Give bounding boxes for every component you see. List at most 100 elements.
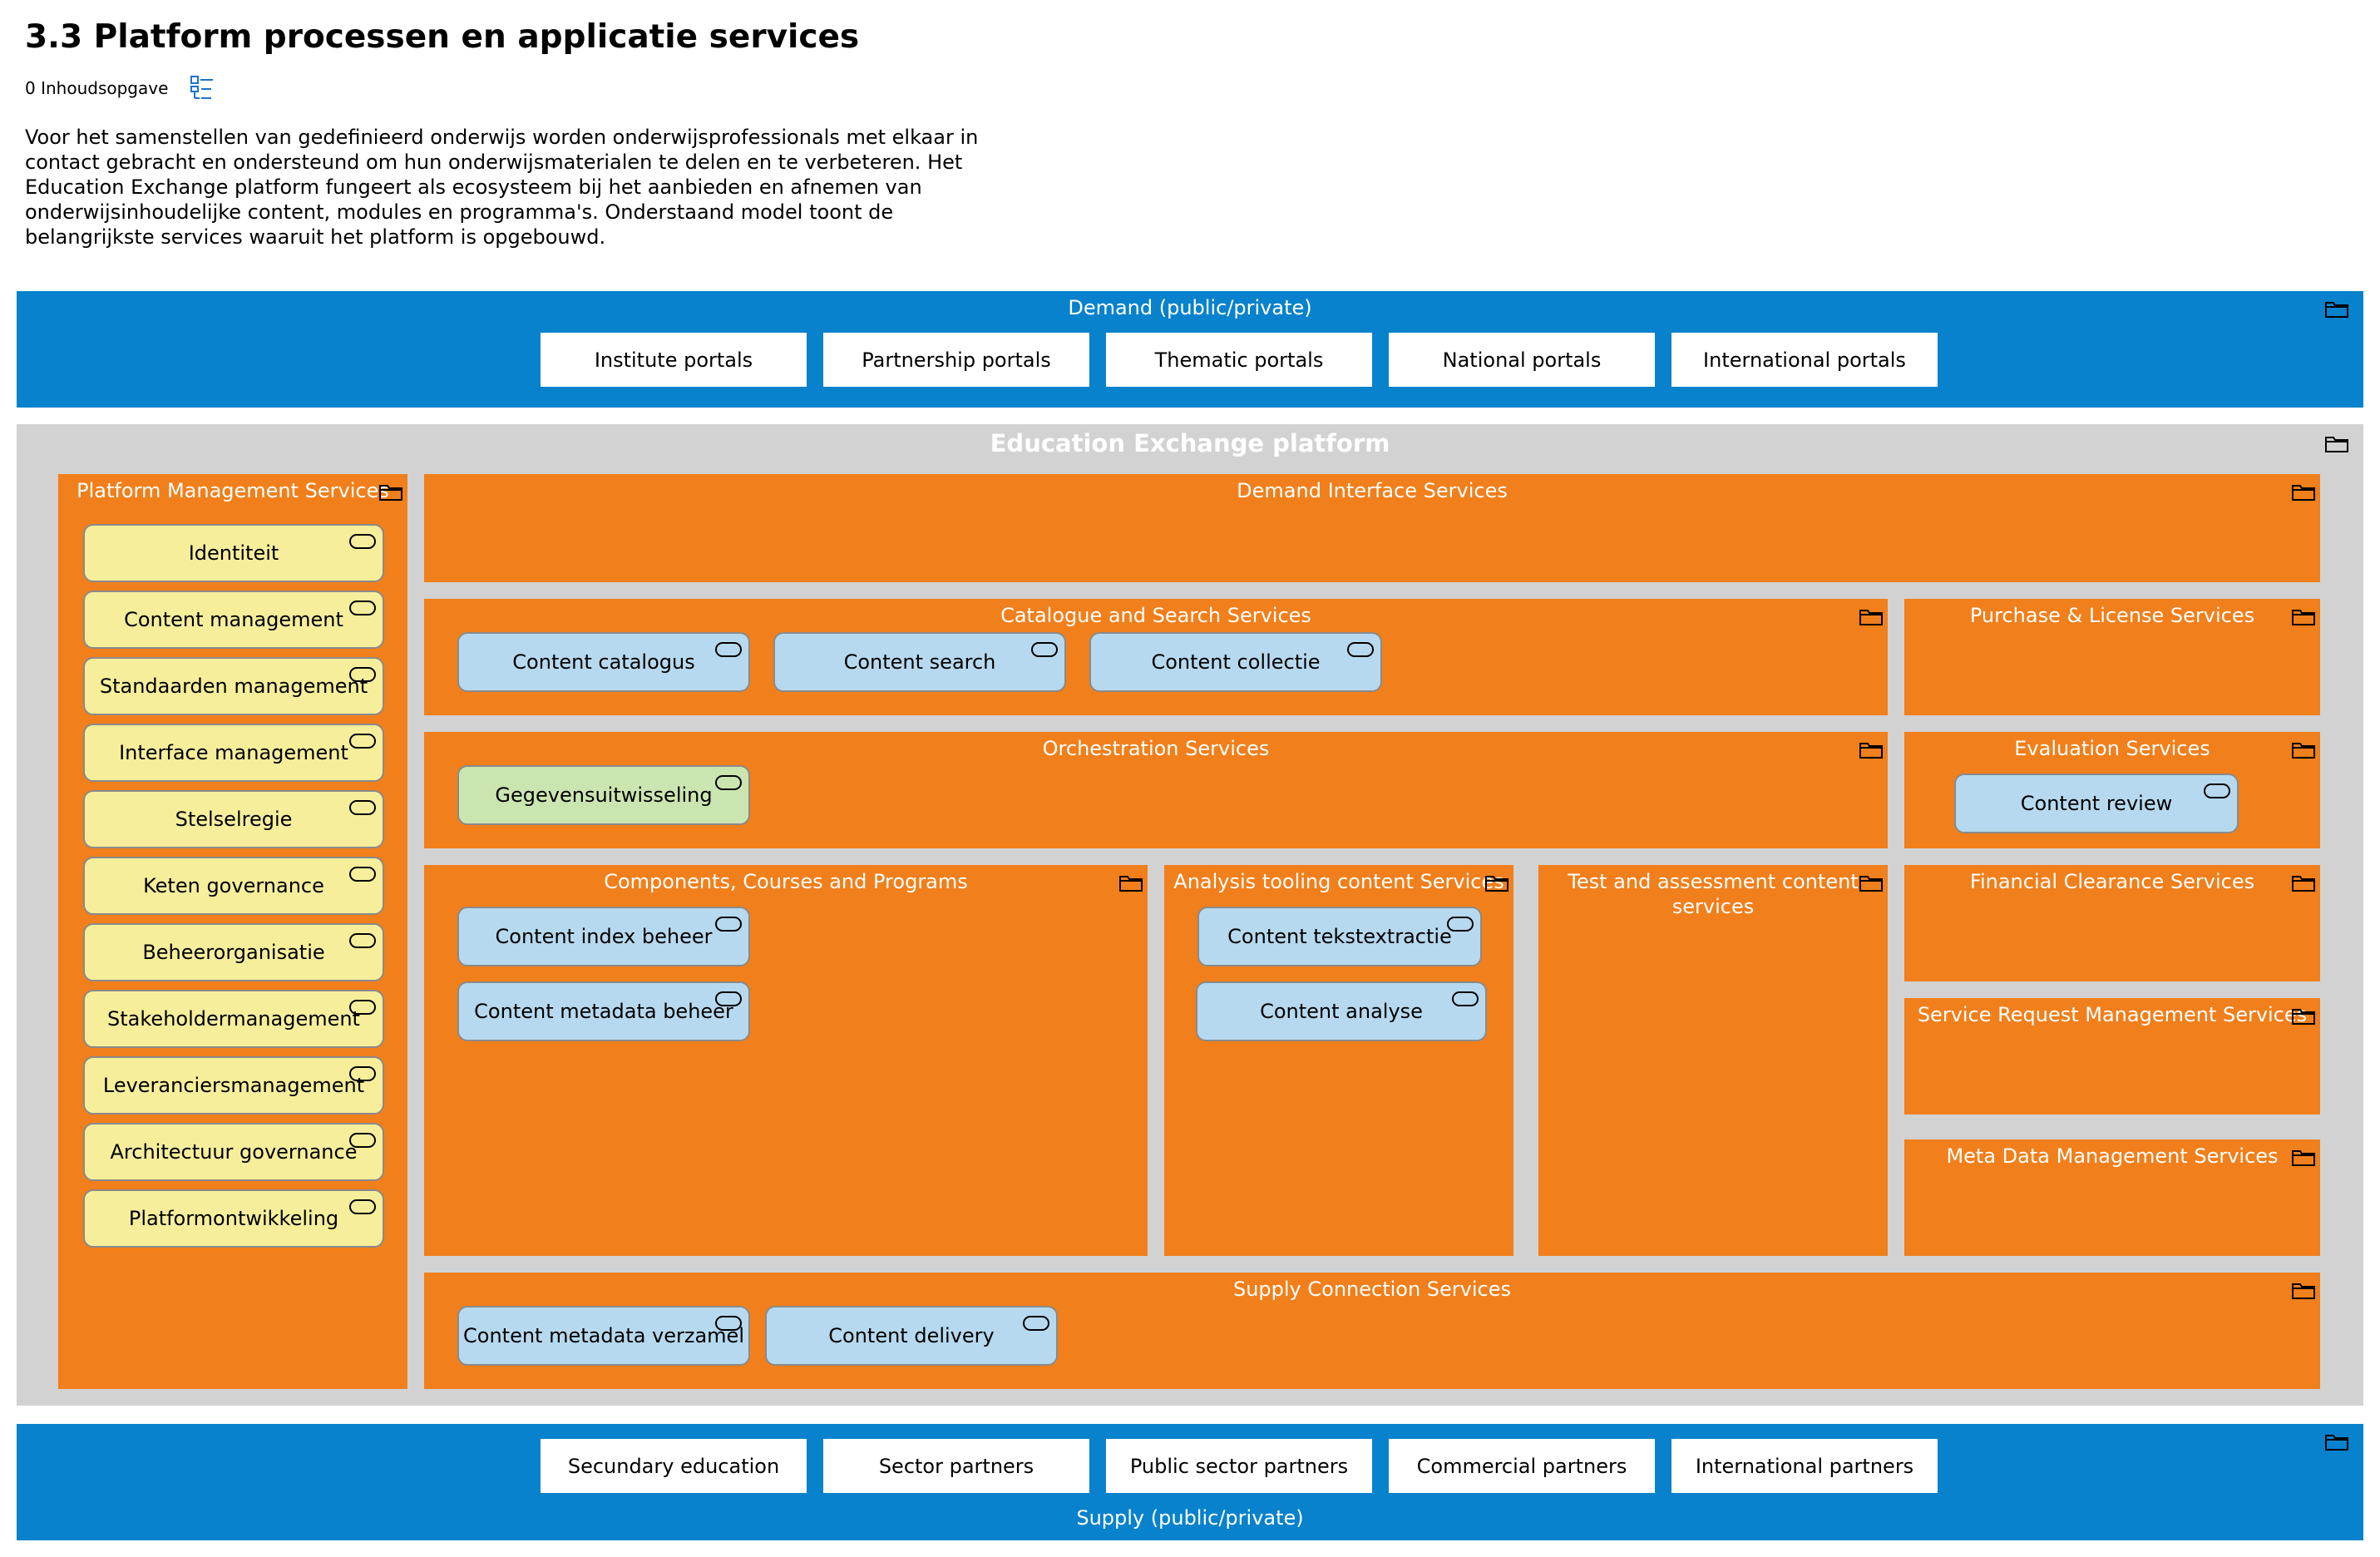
service-icon (715, 991, 742, 1006)
platform-title: Education Exchange platform (990, 429, 1390, 457)
service-keten-governance[interactable]: Keten governance (83, 857, 384, 915)
folder-icon (1859, 873, 1883, 892)
service-standaarden-management[interactable]: Standaarden management (83, 657, 384, 715)
service-content-catalogus[interactable]: Content catalogus (457, 632, 750, 692)
service-label: Content delivery (828, 1324, 995, 1347)
service-content-collectie[interactable]: Content collectie (1089, 632, 1382, 692)
service-content-delivery[interactable]: Content delivery (765, 1306, 1058, 1366)
supply-title: Supply (public/private) (1076, 1506, 1304, 1530)
portal-national[interactable]: National portals (1389, 333, 1655, 387)
service-platformontwikkeling[interactable]: Platformontwikkeling (83, 1189, 384, 1248)
folder-icon (2292, 740, 2315, 759)
service-label: Keten governance (143, 874, 324, 897)
group-title: Platform Management Services (77, 479, 389, 502)
service-request-management-services: Service Request Management Services (1904, 998, 2320, 1115)
intro-paragraph: Voor het samenstellen van gedefinieerd o… (25, 126, 979, 249)
service-icon (349, 800, 376, 815)
folder-icon (1859, 740, 1883, 759)
service-leveranciersmanagement[interactable]: Leveranciersmanagement (83, 1056, 384, 1115)
service-icon (2204, 783, 2230, 798)
folder-icon (2325, 299, 2348, 318)
service-content-management[interactable]: Content management (83, 591, 384, 649)
group-title: Meta Data Management Services (1946, 1144, 2279, 1168)
service-icon (715, 917, 742, 932)
service-icon (1347, 642, 1374, 657)
portal-partnership[interactable]: Partnership portals (823, 333, 1089, 387)
partner-sector[interactable]: Sector partners (823, 1439, 1089, 1493)
group-title: Purchase & License Services (1969, 604, 2255, 627)
group-title: Evaluation Services (2014, 737, 2210, 760)
group-title: Components, Courses and Programs (604, 870, 968, 893)
service-identiteit[interactable]: Identiteit (83, 524, 384, 582)
service-stelselregie[interactable]: Stelselregie (83, 790, 384, 848)
service-label: Content metadata verzamel (463, 1324, 744, 1347)
service-label: Content metadata beheer (474, 1000, 733, 1023)
service-content-metadata-verzamel[interactable]: Content metadata verzamel (457, 1306, 750, 1366)
service-icon (349, 933, 376, 948)
service-icon (349, 867, 376, 882)
service-label: Content search (843, 650, 996, 674)
service-interface-management[interactable]: Interface management (83, 724, 384, 782)
service-content-analyse[interactable]: Content analyse (1196, 981, 1487, 1041)
service-icon (349, 734, 376, 749)
financial-clearance-services: Financial Clearance Services (1904, 865, 2320, 981)
portal-international[interactable]: International portals (1671, 333, 1938, 387)
service-icon (349, 1000, 376, 1015)
service-label: Interface management (119, 741, 348, 764)
group-title: Service Request Management Services (1917, 1003, 2308, 1026)
service-icon (1031, 642, 1058, 657)
service-content-search[interactable]: Content search (773, 632, 1066, 692)
service-icon (349, 1066, 376, 1081)
service-label: Leveranciersmanagement (102, 1074, 365, 1097)
service-icon (349, 601, 376, 615)
service-label: Beheerorganisatie (142, 941, 325, 964)
service-label: Standaarden management (99, 675, 368, 698)
service-label: Identiteit (188, 541, 279, 565)
partner-commercial[interactable]: Commercial partners (1389, 1439, 1655, 1493)
service-icon (1023, 1316, 1049, 1331)
service-icon (349, 1133, 376, 1148)
demand-band: Demand (public/private) Institute portal… (17, 291, 2363, 408)
portal-institute[interactable]: Institute portals (541, 333, 807, 387)
service-content-review[interactable]: Content review (1954, 774, 2239, 833)
service-gegevensuitwisseling[interactable]: Gegevensuitwisseling (457, 765, 750, 825)
service-label: Content analyse (1260, 1000, 1423, 1023)
service-content-index-beheer[interactable]: Content index beheer (457, 907, 750, 966)
service-content-metadata-beheer[interactable]: Content metadata beheer (457, 981, 750, 1041)
service-icon (349, 1199, 376, 1214)
service-label: Content review (2020, 792, 2173, 815)
service-label: Content index beheer (495, 925, 713, 948)
supply-band: Secundary education Sector partners Publ… (17, 1424, 2363, 1540)
service-beheerorganisatie[interactable]: Beheerorganisatie (83, 923, 384, 981)
demand-interface-services: Demand Interface Services (424, 474, 2320, 582)
service-icon (1452, 991, 1479, 1006)
group-title: Test and assessment content services (1568, 870, 1859, 918)
service-content-tekstextractie[interactable]: Content tekstextractie (1197, 907, 1482, 966)
partner-public-sector[interactable]: Public sector partners (1106, 1439, 1372, 1493)
folder-icon (2292, 1006, 2315, 1025)
service-label: Content management (124, 608, 343, 631)
service-icon (715, 642, 742, 657)
portal-thematic[interactable]: Thematic portals (1106, 333, 1372, 387)
folder-icon (1859, 607, 1883, 625)
partner-secundary-education[interactable]: Secundary education (541, 1439, 807, 1493)
folder-icon (1119, 873, 1143, 892)
list-tree-icon[interactable] (190, 75, 215, 101)
meta-data-management-services: Meta Data Management Services (1904, 1139, 2320, 1256)
service-icon (715, 775, 742, 790)
partner-international[interactable]: International partners (1671, 1439, 1938, 1493)
folder-icon (2292, 1281, 2315, 1299)
toc-row: 0 Inhoudsopgave (25, 73, 215, 103)
service-icon (349, 534, 376, 549)
toc-link[interactable]: 0 Inhoudsopgave (25, 78, 169, 98)
service-stakeholdermanagement[interactable]: Stakeholdermanagement (83, 990, 384, 1048)
purchase-license-services: Purchase & License Services (1904, 599, 2320, 715)
group-title: Orchestration Services (1042, 737, 1270, 760)
page-title: 3.3 Platform processen en applicatie ser… (25, 18, 860, 56)
service-label: Stakeholdermanagement (107, 1007, 360, 1031)
service-architectuur-governance[interactable]: Architectuur governance (83, 1123, 384, 1181)
service-label: Platformontwikkeling (128, 1207, 339, 1230)
service-label: Stelselregie (175, 808, 293, 831)
service-label: Content catalogus (512, 650, 695, 674)
service-label: Gegevensuitwisseling (495, 783, 713, 807)
